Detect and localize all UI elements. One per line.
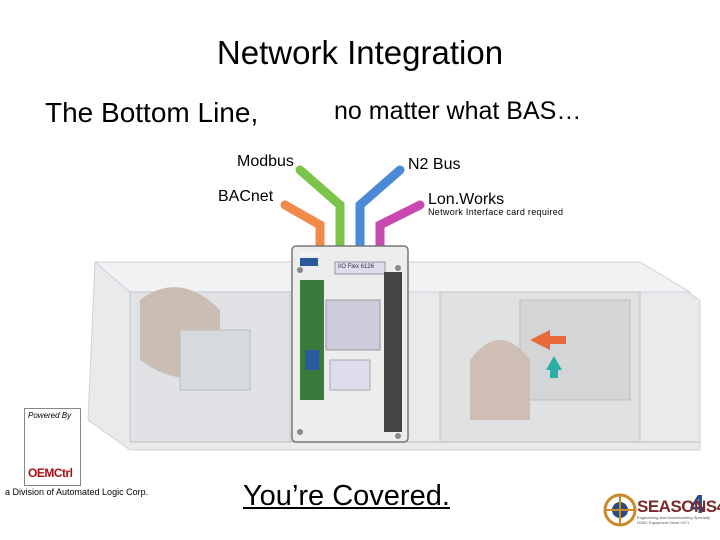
lonworks-note: Network Interface card required — [428, 207, 564, 217]
lonworks-label: Lon.Works — [428, 191, 505, 208]
n2-bus-label: N2 Bus — [408, 156, 461, 173]
bacnet-pipe — [280, 200, 325, 250]
svg-text:4: 4 — [690, 489, 705, 519]
bacnet-label: BACnet — [218, 188, 274, 205]
modbus-label: Modbus — [237, 153, 294, 170]
airflow-arrow-icon — [546, 356, 562, 378]
subtitle-left: The Bottom Line, — [45, 97, 259, 128]
division-text: a Division of Automated Logic Corp. — [5, 487, 149, 497]
modbus-pipe — [295, 165, 345, 250]
controller-brand: BACnet — [300, 252, 321, 258]
controller-model: I/O Flex 6126 — [338, 264, 375, 270]
seasons-logo-text: SEASONS4 — [637, 497, 720, 516]
powered-by-text: Powered By — [28, 411, 72, 420]
seasons-tagline: Engineering and Manufacturing Specialty … — [637, 515, 710, 525]
subtitle-right: no matter what BAS… — [334, 97, 582, 125]
oem-logo-text: OEMCtrl — [28, 466, 73, 480]
lonworks-pipe — [375, 200, 425, 250]
powered-by-badge — [24, 408, 81, 486]
seasons-logo-graphic: 4 — [603, 489, 705, 527]
tagline: You’re Covered. — [243, 480, 450, 512]
airflow-arrow-icon — [530, 330, 566, 350]
controller-board — [291, 245, 409, 443]
slide-title: Network Integration — [216, 34, 504, 71]
n2-pipe — [355, 165, 405, 250]
